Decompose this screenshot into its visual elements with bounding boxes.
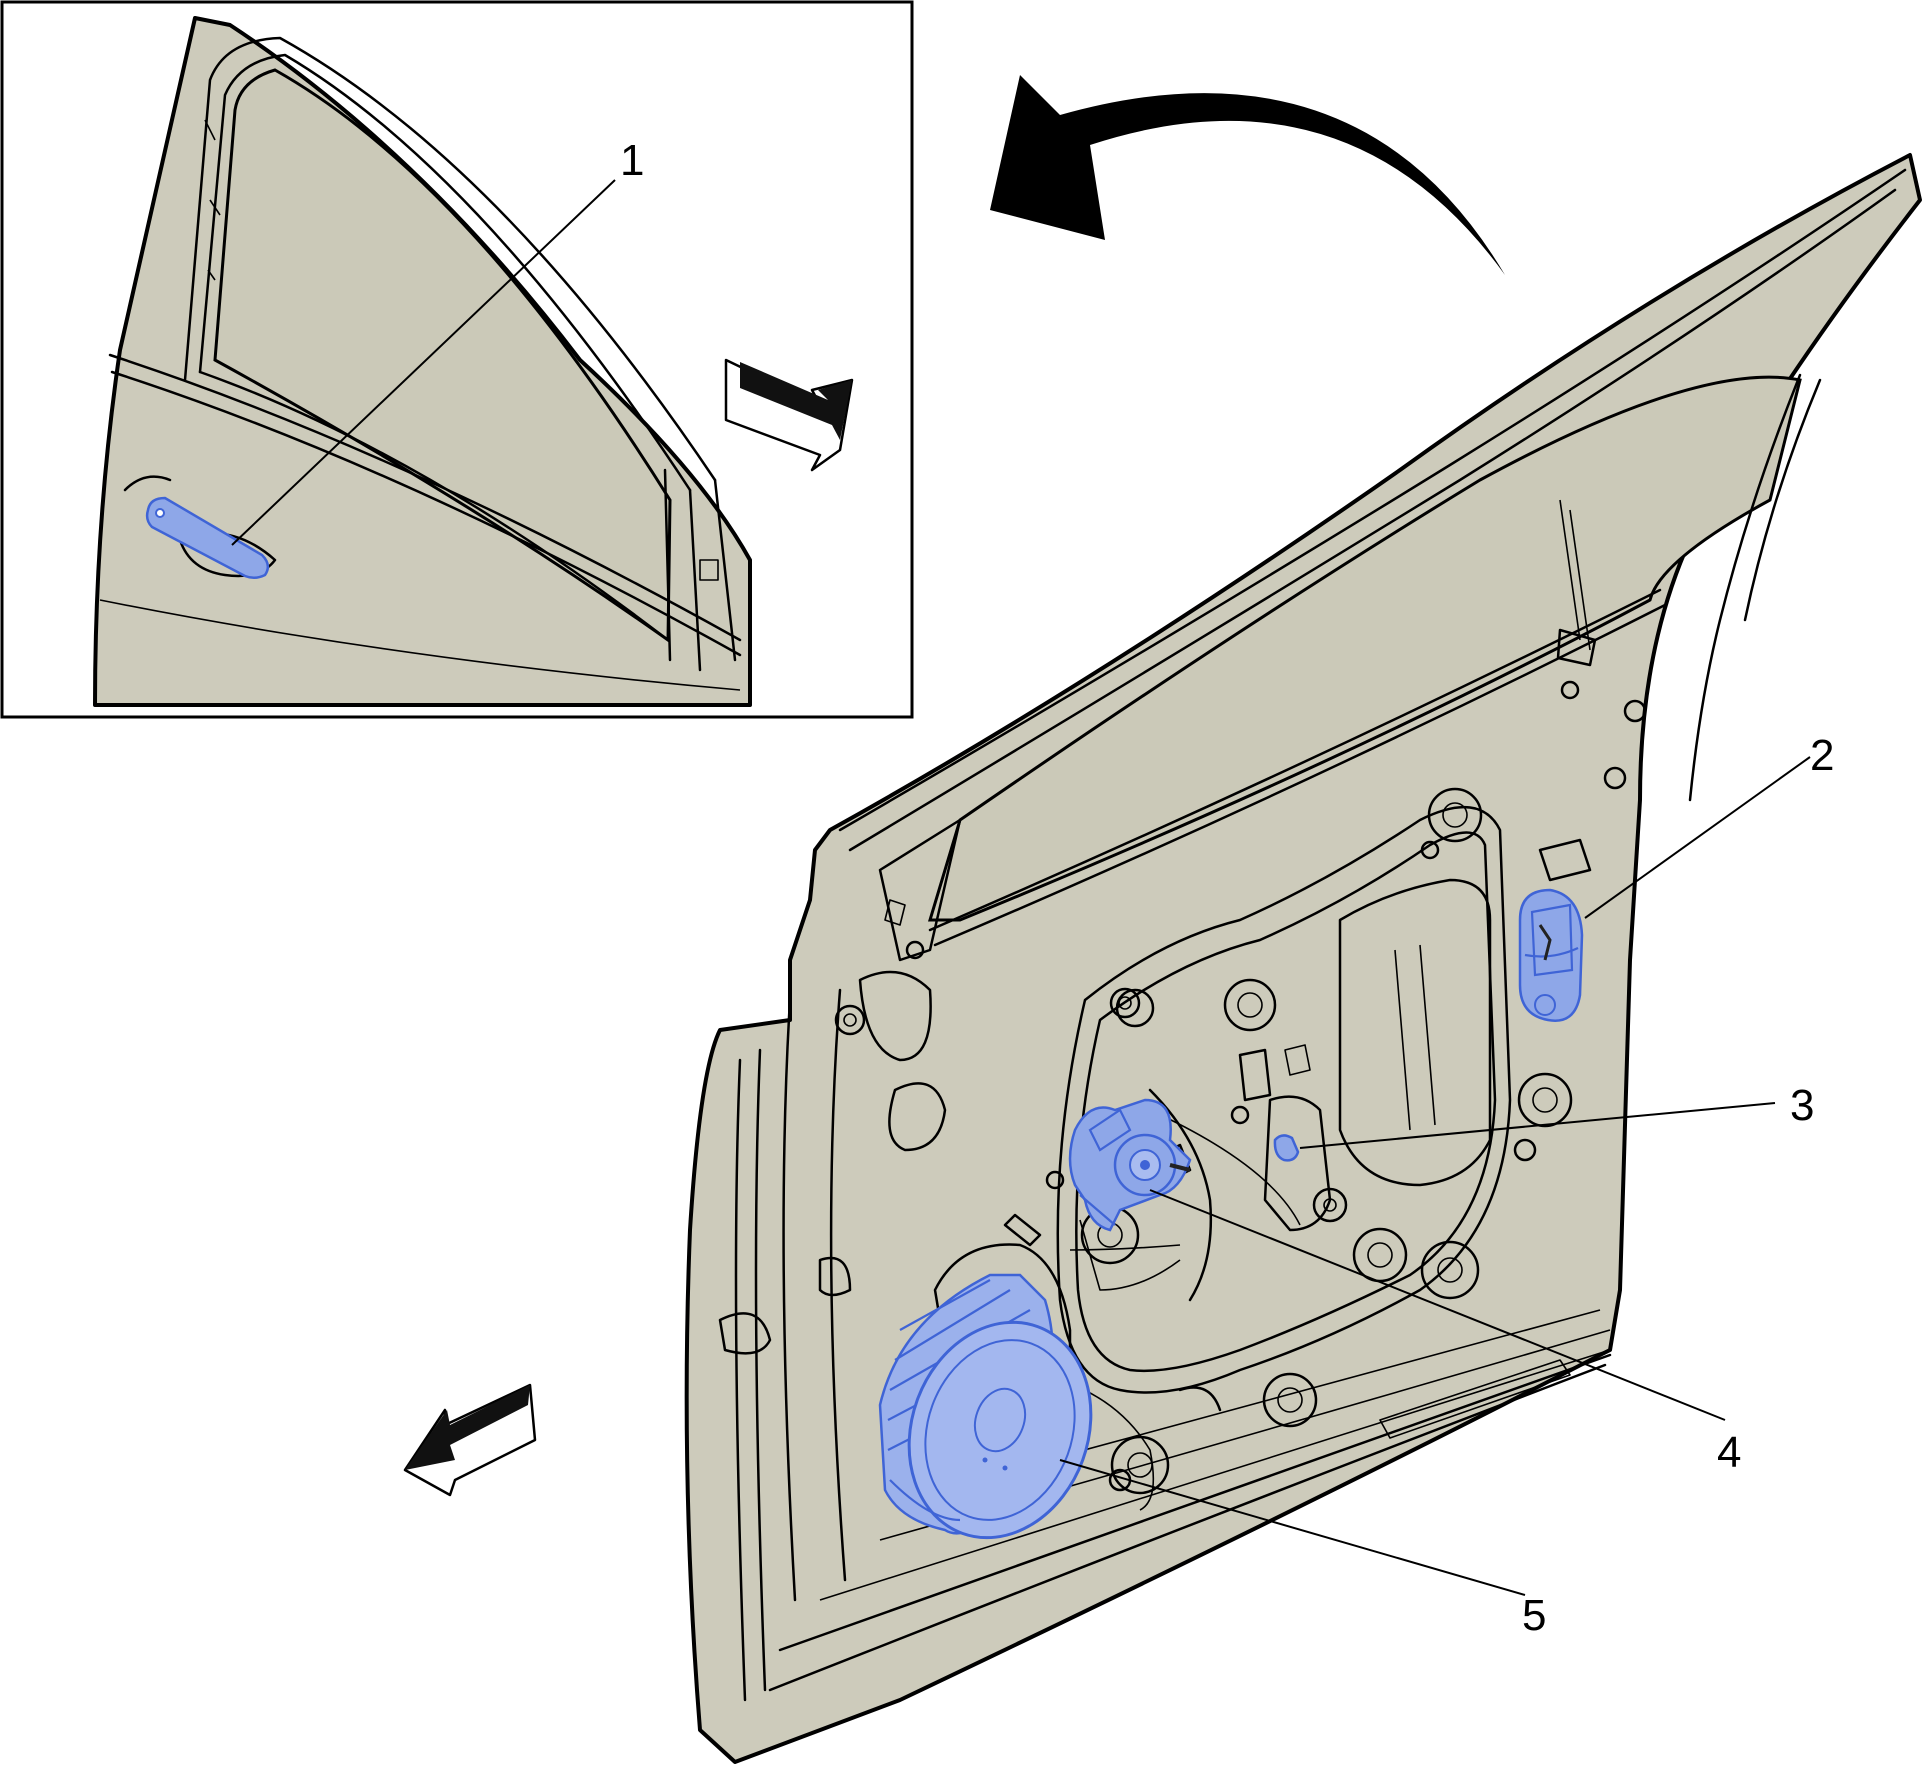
mounting-bolts [905, 680, 1647, 1495]
inside-handle-bracket [1518, 888, 1584, 1022]
wiring-connector [1273, 1134, 1300, 1162]
callout-label-5: 5 [1522, 1591, 1546, 1640]
rotation-arrow-icon [990, 75, 1505, 275]
callout-label-1: 1 [620, 136, 644, 185]
leader-line-5 [1059, 1459, 1526, 1596]
callout-label-3: 3 [1790, 1081, 1814, 1130]
direction-arrow-icon [724, 358, 854, 472]
window-regulator-motor [1068, 1098, 1192, 1232]
leader-line-1 [231, 179, 616, 546]
door-speaker [878, 1273, 1093, 1540]
callout-label-2: 2 [1810, 731, 1834, 780]
outside-door-handle [145, 496, 270, 579]
leader-line-3 [1299, 1102, 1776, 1149]
leader-line-2 [1584, 756, 1811, 919]
inner-cavity-outline [1056, 805, 1512, 1394]
callout-label-4: 4 [1717, 1428, 1741, 1477]
leader-line-4 [1149, 1189, 1726, 1421]
direction-arrow-icon [403, 1383, 537, 1497]
main-window-glass [927, 375, 1802, 922]
main-interior-view: 2 3 4 5 [684, 153, 1922, 1764]
inset-exterior-view: 1 [0, 0, 914, 719]
